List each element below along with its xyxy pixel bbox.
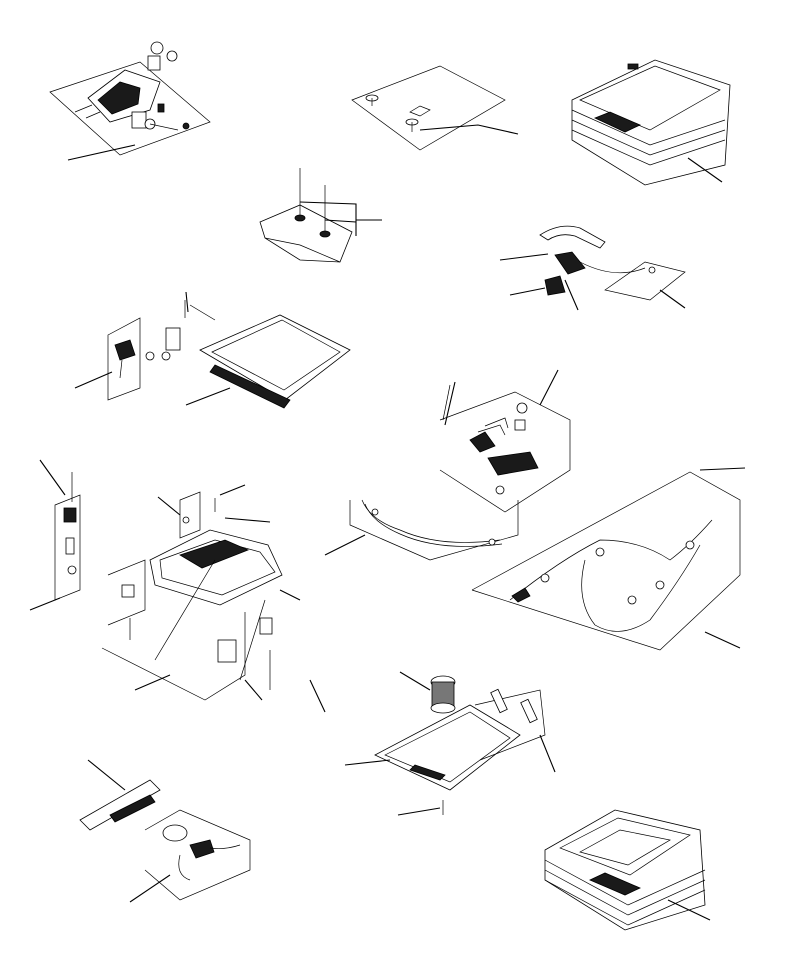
part-curved-cable — [324, 499, 519, 561]
part-connector-wire — [129, 809, 251, 903]
part-slide-frame-spring — [74, 291, 351, 409]
part-wire-harness — [471, 467, 746, 651]
part-lever-with-cable — [499, 225, 686, 311]
part-bracket-long-bolts — [259, 168, 382, 263]
part-suspension-mechanism — [49, 41, 211, 161]
part-seat-base-assembly — [544, 809, 711, 931]
part-base-plate-bolts — [351, 65, 519, 151]
part-base-plate-damper — [344, 671, 556, 816]
part-rail-bracket — [79, 759, 161, 831]
part-seat-frame — [29, 459, 326, 713]
part-seat-cushion-assembly — [571, 59, 731, 186]
part-spring-linkage — [439, 369, 571, 513]
